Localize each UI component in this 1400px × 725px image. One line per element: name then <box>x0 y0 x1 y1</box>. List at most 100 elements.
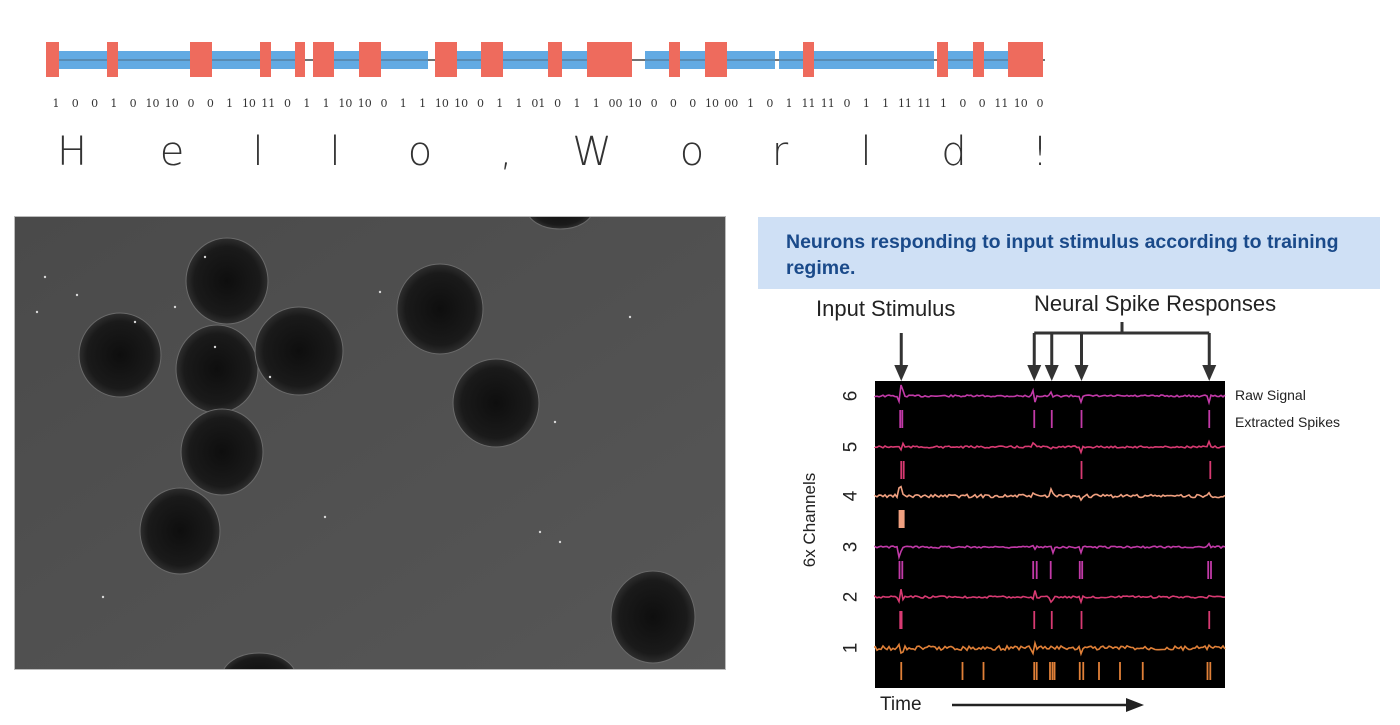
response-arrow-head <box>1202 365 1217 381</box>
bit-label: 0 <box>187 97 195 110</box>
bit-label: 1 <box>862 97 870 110</box>
message-letter: , <box>499 129 513 175</box>
pulse-segment <box>107 42 118 77</box>
micrograph-background <box>15 217 725 669</box>
bit-label: 10 <box>454 97 469 110</box>
time-arrow-head <box>1126 698 1144 712</box>
bit-label: 0 <box>71 97 79 110</box>
pulse-segment <box>1008 42 1043 77</box>
bit-label: 00 <box>724 97 739 110</box>
bit-label: 10 <box>705 97 719 110</box>
message-letter: l <box>860 129 872 175</box>
bit-label: 11 <box>820 97 835 110</box>
debris-speck <box>538 530 542 534</box>
organoid <box>254 306 344 396</box>
bit-label: 10 <box>357 97 372 110</box>
debris-speck <box>133 320 137 324</box>
bit-label: 1 <box>592 97 600 110</box>
debris-speck <box>75 293 79 297</box>
message-letter: d <box>941 129 967 175</box>
organoid <box>610 570 696 664</box>
bit-label: 01 <box>531 97 546 110</box>
bit-label: 11 <box>994 97 1009 110</box>
bit-label: 0 <box>978 97 986 110</box>
organoid <box>180 408 264 496</box>
binary-pulse-strip <box>46 42 1045 77</box>
bit-label: 0 <box>959 97 967 110</box>
bit-label: 0 <box>554 97 562 110</box>
bit-label: 0 <box>380 97 388 110</box>
pulse-segment <box>190 42 212 77</box>
bit-label: 10 <box>434 97 449 110</box>
bit-label: 1 <box>573 97 581 110</box>
bit-label: 1 <box>52 97 60 110</box>
response-arrow-head <box>1027 365 1042 381</box>
bit-label: 10 <box>338 97 353 110</box>
raw-signal-trace-ch1 <box>874 639 1226 657</box>
message-letter: o <box>407 129 433 175</box>
x-axis-label: Time <box>880 694 922 715</box>
bit-label: 1 <box>940 97 948 110</box>
bit-label: 1 <box>322 97 330 110</box>
pulse-segment <box>435 42 457 77</box>
message-letter: o <box>679 129 705 175</box>
pulse-segment <box>313 42 334 77</box>
bit-label: 0 <box>476 97 484 110</box>
debris-speck <box>101 595 105 599</box>
pulse-segment <box>937 42 948 77</box>
bit-label: 0 <box>91 97 99 110</box>
bit-label: 1 <box>785 97 793 110</box>
organoid <box>396 263 484 355</box>
bit-label: 1 <box>303 97 311 110</box>
bit-label: 11 <box>917 97 932 110</box>
pulse-segment <box>669 42 680 77</box>
legend-raw-signal: Raw Signal <box>1235 387 1306 403</box>
figure-caption: Neurons responding to input stimulus acc… <box>758 217 1380 289</box>
debris-speck <box>268 375 272 379</box>
bit-label: 11 <box>801 97 816 110</box>
message-letter: l <box>252 129 264 175</box>
message-letter: r <box>771 129 789 175</box>
bit-label: 10 <box>241 97 256 110</box>
debris-speck <box>213 345 217 349</box>
bit-label: 0 <box>766 97 774 110</box>
bit-label: 1 <box>110 97 118 110</box>
bit-label: 0 <box>1036 97 1044 110</box>
debris-speck <box>35 310 39 314</box>
pulse-segment <box>803 42 814 77</box>
pulse-segment <box>548 42 562 77</box>
bit-label: 11 <box>897 97 912 110</box>
bit-label: 10 <box>164 97 179 110</box>
bit-label: 0 <box>843 97 851 110</box>
bit-label: 0 <box>650 97 658 110</box>
pulse-segment <box>359 42 381 77</box>
bit-label: 1 <box>419 97 427 110</box>
response-arrow-head <box>1074 365 1089 381</box>
organoid <box>185 237 269 325</box>
bit-label: 0 <box>284 97 292 110</box>
debris-speck <box>203 255 207 259</box>
pulse-segment <box>295 42 305 77</box>
bit-label: 1 <box>515 97 523 110</box>
neural-spike-responses-label: Neural Spike Responses <box>1034 291 1277 316</box>
message-letter: l <box>329 129 341 175</box>
bit-label: 1 <box>747 97 755 110</box>
legend-extracted-spikes: Extracted Spikes <box>1235 414 1341 430</box>
raw-signal-trace-ch2 <box>874 589 1226 605</box>
organoid-micrograph <box>14 216 726 670</box>
raster-background <box>875 381 1225 688</box>
message-letter: H <box>56 129 88 175</box>
bit-label: 0 <box>689 97 697 110</box>
debris-speck <box>558 540 562 544</box>
bit-label: 1 <box>226 97 234 110</box>
bit-label: 1 <box>496 97 504 110</box>
bit-label: 10 <box>145 97 160 110</box>
bit-label: 0 <box>129 97 137 110</box>
pulse-segment <box>705 42 727 77</box>
organoid <box>139 487 221 575</box>
debris-speck <box>628 315 632 319</box>
stimulus-arrow-head <box>894 365 909 381</box>
raw-signal-trace-ch3 <box>874 542 1226 561</box>
bit-label: 1 <box>882 97 890 110</box>
bit-label: 10 <box>1013 97 1028 110</box>
